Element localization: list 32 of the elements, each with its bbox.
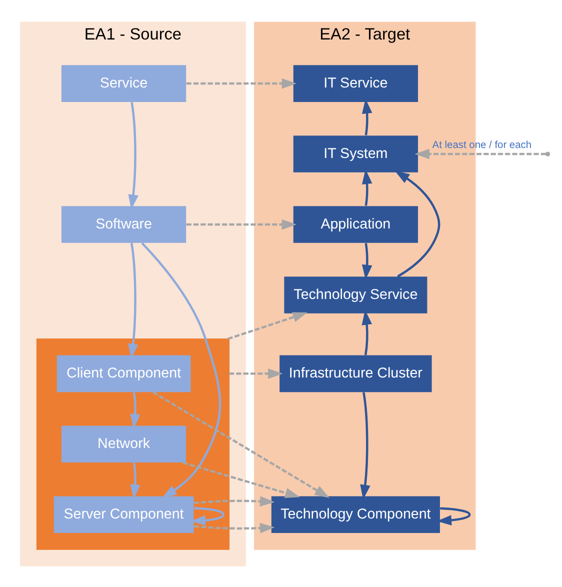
arrow bbox=[194, 496, 275, 506]
node-box: Client Component bbox=[56, 354, 191, 392]
arrow bbox=[182, 461, 300, 498]
arrow bbox=[128, 102, 138, 209]
node-box: IT Service bbox=[293, 64, 418, 102]
arrow bbox=[190, 506, 224, 526]
arrow bbox=[229, 368, 283, 378]
arrow bbox=[362, 242, 372, 280]
edge-label: At least one / for each bbox=[432, 139, 532, 150]
node-box: Infrastructure Cluster bbox=[280, 354, 432, 392]
arrow bbox=[128, 242, 138, 358]
arrow bbox=[360, 392, 370, 500]
node-box: Network bbox=[61, 425, 186, 462]
cluster bbox=[36, 338, 230, 550]
node-box: Software bbox=[61, 206, 186, 242]
node-box: IT System bbox=[293, 135, 418, 172]
node-box: Application bbox=[293, 206, 418, 242]
arrow bbox=[186, 218, 297, 230]
arrow bbox=[186, 78, 297, 88]
arrow bbox=[152, 390, 330, 498]
arrow bbox=[394, 170, 440, 277]
node-box: Service bbox=[61, 64, 186, 102]
node-box: Server Component bbox=[54, 496, 194, 533]
arrow bbox=[130, 462, 140, 499]
arrow bbox=[194, 522, 275, 533]
arrow bbox=[141, 242, 222, 498]
arrow bbox=[414, 148, 546, 159]
arrow bbox=[227, 312, 308, 340]
arrow bbox=[436, 506, 471, 525]
node-box: Technology Component bbox=[271, 496, 440, 533]
node-box: Technology Service bbox=[284, 276, 428, 313]
arrow bbox=[130, 392, 140, 428]
